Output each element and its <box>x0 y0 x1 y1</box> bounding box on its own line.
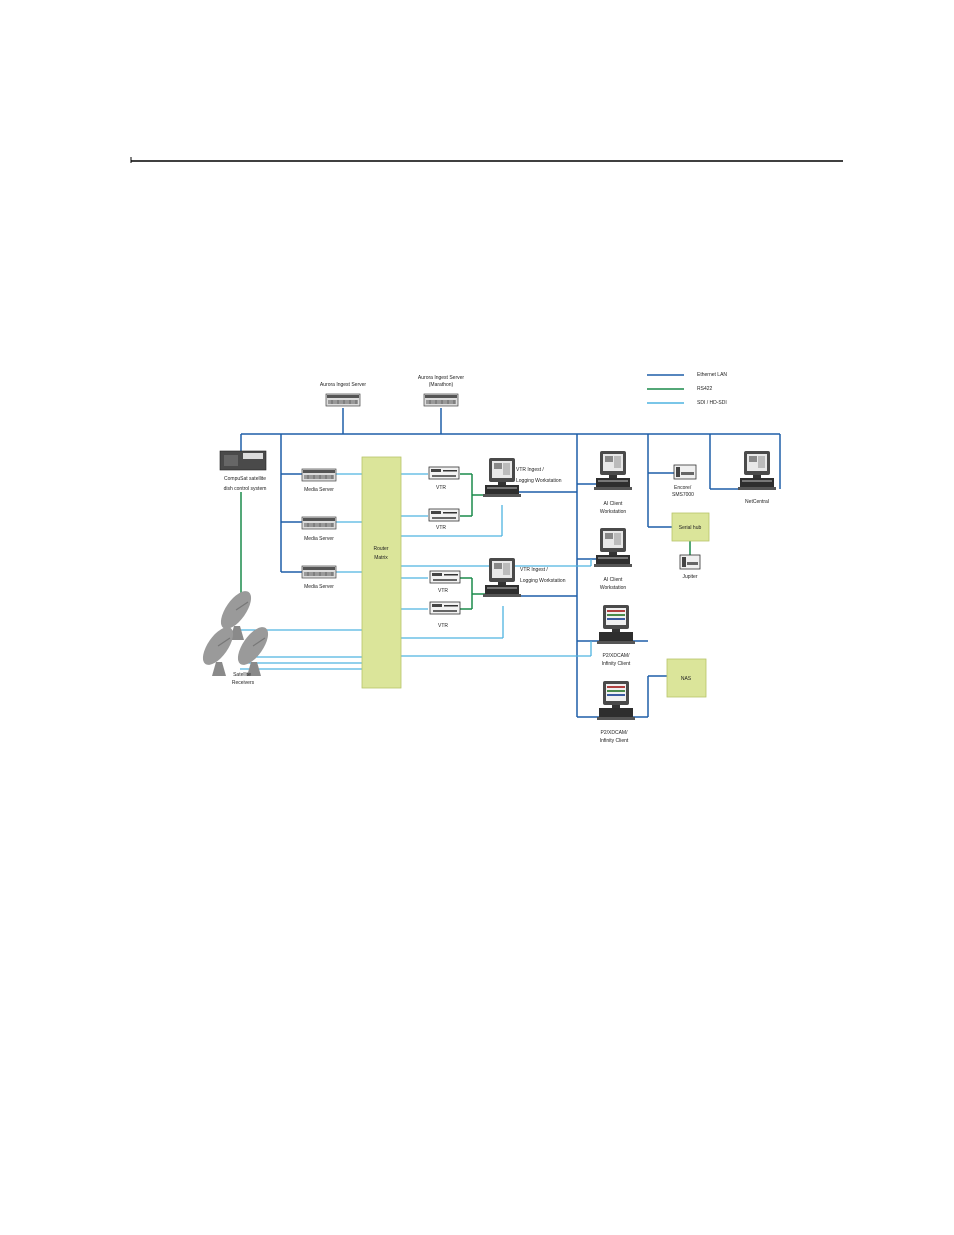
serial-hub-box <box>671 512 710 542</box>
compusat-label-1: CompuSat satellite <box>224 476 266 482</box>
legend-rs422-label: RS422 <box>697 386 713 392</box>
router-matrix-box <box>361 456 402 689</box>
vtr-4: VTR <box>429 601 461 629</box>
vtr-3-label: VTR <box>438 588 448 594</box>
media-server-1-label: Media Server <box>304 487 334 493</box>
satellite-label-1: Satellite <box>233 672 251 678</box>
vtr-2-label: VTR <box>436 525 446 531</box>
router-label-1: Router <box>373 546 388 552</box>
vtr-ws-b-label-2: Logging Workstation <box>520 578 566 584</box>
media-server-2-label: Media Server <box>304 536 334 542</box>
vtr-ingest-workstation-b: VTR Ingest / Logging Workstation <box>483 558 566 597</box>
vtr-2: VTR <box>428 508 460 531</box>
ai-client-workstation-1: AI Client Workstation <box>594 451 632 515</box>
legend: Ethernet LAN RS422 SDI / HD-SDI <box>647 372 727 406</box>
router-matrix: Router Matrix <box>361 456 402 689</box>
encore-sms7000: Encore/ SMS7000 <box>672 464 697 498</box>
ai-client-1-label-1: AI Client <box>604 501 624 507</box>
vtr-1-label: VTR <box>436 485 446 491</box>
satellite-receivers: Satellite Receivers <box>196 585 275 686</box>
ai-client-workstation-2: AI Client Workstation <box>594 528 632 591</box>
vtr-1: VTR <box>428 466 460 491</box>
vtr-ws-a-label-2: Logging Workstation <box>516 478 562 484</box>
p2-client-1-label-2: Infinity Client <box>602 661 631 667</box>
encore-label-1: Encore/ <box>674 485 692 491</box>
ai-client-2-label-2: Workstation <box>600 585 627 591</box>
netcentral: NetCentral <box>738 451 776 505</box>
p2-xdcam-infinity-client-2: P2/XDCAM/ Infinity Client <box>597 681 635 744</box>
media-server-3: Media Server <box>301 565 337 590</box>
vtr-3: VTR <box>429 570 461 594</box>
aurora-marathon-label-1: Aurora Ingest Server <box>418 375 464 381</box>
encore-label-2: SMS7000 <box>672 492 694 498</box>
aurora-ingest-label: Aurora Ingest Server <box>320 382 366 388</box>
p2-xdcam-infinity-client-1: P2/XDCAM/ Infinity Client <box>597 605 635 667</box>
ethernet-lines <box>240 408 781 718</box>
router-label-2: Matrix <box>374 555 388 561</box>
media-server-3-label: Media Server <box>304 584 334 590</box>
jupiter-label: Jupiter <box>682 574 697 580</box>
netcentral-label: NetCentral <box>745 499 769 505</box>
p2-client-1-label-1: P2/XDCAM/ <box>603 653 631 659</box>
nas-label: NAS <box>681 676 692 682</box>
aurora-marathon-label-2: (Marathon) <box>429 382 454 388</box>
serial-hub: Serial hub <box>671 512 710 542</box>
media-server-2: Media Server <box>301 516 337 542</box>
vtr-ingest-workstation-a: VTR Ingest / Logging Workstation <box>483 458 562 497</box>
aurora-marathon-server: Aurora Ingest Server (Marathon) <box>418 375 464 407</box>
ai-client-1-label-2: Workstation <box>600 509 627 515</box>
media-server-1: Media Server <box>301 468 337 493</box>
aurora-ingest-server: Aurora Ingest Server <box>320 382 366 407</box>
vtr-ws-b-label-1: VTR Ingest / <box>520 567 548 573</box>
p2-client-2-label-1: P2/XDCAM/ <box>601 730 629 736</box>
p2-client-2-label-2: Infinity Client <box>600 738 629 744</box>
compusat-control-system: CompuSat satellite dish control system <box>219 450 267 492</box>
vtr-4-label: VTR <box>438 623 448 629</box>
rs422-lines <box>240 473 691 610</box>
legend-ethernet-label: Ethernet LAN <box>697 372 727 378</box>
nas-box <box>666 658 707 698</box>
serial-hub-label: Serial hub <box>679 525 702 531</box>
legend-sdi-label: SDI / HD-SDI <box>697 400 727 406</box>
satellite-label-2: Receivers <box>232 680 255 686</box>
satellite-dish-icon <box>196 621 240 677</box>
compusat-label-2: dish control system <box>224 486 267 492</box>
nas: NAS <box>666 658 707 698</box>
jupiter: Jupiter <box>679 554 701 580</box>
ai-client-2-label-1: AI Client <box>604 577 624 583</box>
vtr-ws-a-label-1: VTR Ingest / <box>516 467 544 473</box>
